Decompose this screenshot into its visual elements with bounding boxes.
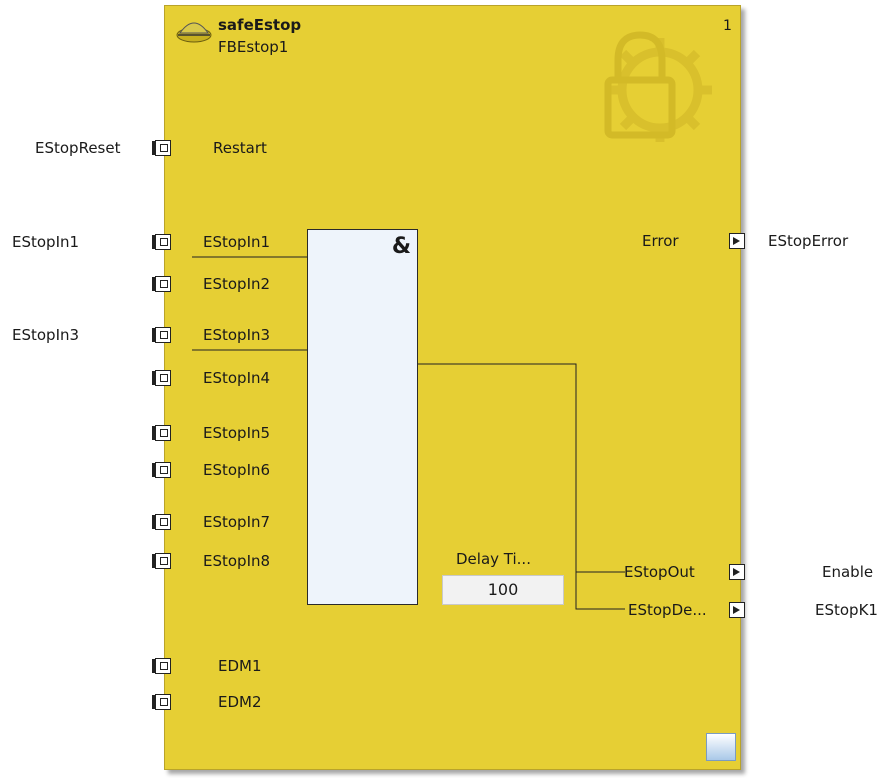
estopdelayed-output-label: EStopDe... bbox=[628, 601, 707, 619]
estopin3-input-port[interactable] bbox=[152, 327, 171, 343]
edm2-input-port[interactable] bbox=[152, 694, 171, 710]
error-output-label: Error bbox=[642, 232, 679, 250]
estopin3-input-label: EStopIn3 bbox=[203, 326, 271, 344]
estopin4-input-label: EStopIn4 bbox=[203, 369, 271, 387]
and-gate-symbol: & bbox=[391, 234, 411, 259]
error-external-variable[interactable]: EStopError bbox=[768, 232, 849, 250]
edm2-input-label: EDM2 bbox=[218, 693, 262, 711]
estopout-output-port[interactable] bbox=[729, 564, 745, 580]
enable-external-variable[interactable]: Enable bbox=[822, 563, 874, 581]
estopin8-input-label: EStopIn8 bbox=[203, 552, 271, 570]
restart-input-port[interactable] bbox=[152, 140, 171, 156]
estopin7-input-port[interactable] bbox=[152, 514, 171, 530]
delay-time-input[interactable]: 100 bbox=[442, 575, 564, 605]
restart-external-variable[interactable]: EStopReset bbox=[35, 139, 121, 157]
estopin2-input-port[interactable] bbox=[152, 276, 171, 292]
estopin2-input-label: EStopIn2 bbox=[203, 275, 271, 293]
estopin6-input-port[interactable] bbox=[152, 462, 171, 478]
estopin3-external-variable[interactable]: EStopIn3 bbox=[12, 326, 80, 344]
estopin4-input-port[interactable] bbox=[152, 370, 171, 386]
estopdelayed-output-port[interactable] bbox=[729, 602, 745, 618]
estopk1-external-variable[interactable]: EStopK1 bbox=[815, 601, 878, 619]
estopin6-input-label: EStopIn6 bbox=[203, 461, 271, 479]
block-instance-name: FBEstop1 bbox=[218, 38, 289, 56]
estopin7-input-label: EStopIn7 bbox=[203, 513, 271, 531]
estopin5-input-port[interactable] bbox=[152, 425, 171, 441]
estopin8-input-port[interactable] bbox=[152, 553, 171, 569]
safety-lock-gear-watermark-icon bbox=[604, 31, 712, 142]
error-output-port[interactable] bbox=[729, 233, 745, 249]
estopin5-input-label: EStopIn5 bbox=[203, 424, 271, 442]
edm1-input-port[interactable] bbox=[152, 658, 171, 674]
delay-time-label: Delay Ti... bbox=[456, 550, 531, 568]
block-number: 1 bbox=[723, 18, 732, 34]
resize-handle[interactable] bbox=[706, 733, 736, 761]
estop-button-icon bbox=[176, 22, 212, 43]
edm1-input-label: EDM1 bbox=[218, 657, 262, 675]
block-type-name: safeEstop bbox=[218, 16, 302, 34]
estopin1-input-port[interactable] bbox=[152, 234, 171, 250]
estopin1-external-variable[interactable]: EStopIn1 bbox=[12, 233, 80, 251]
restart-input-label: Restart bbox=[213, 139, 267, 157]
and-gate[interactable]: & bbox=[307, 229, 418, 605]
estopin1-input-label: EStopIn1 bbox=[203, 233, 271, 251]
estopout-output-label: EStopOut bbox=[624, 563, 695, 581]
